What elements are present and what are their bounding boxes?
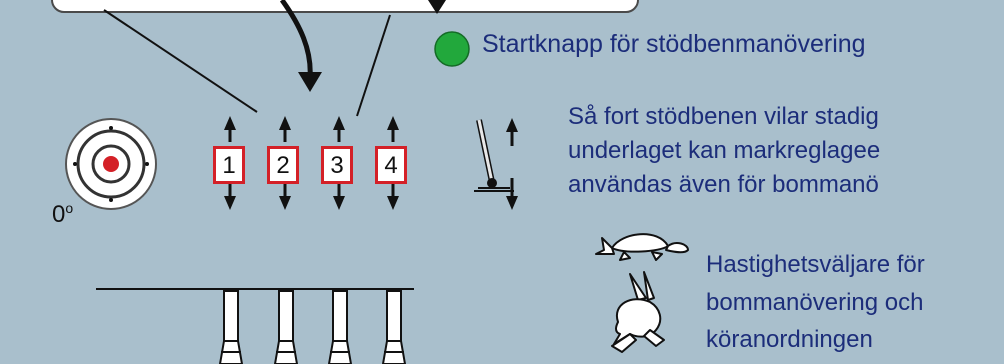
lever-number-2: 2 [267,146,299,184]
pointer-arrow-curved [279,0,313,79]
info-text-line-2: underlaget kan markreglagee [568,137,881,164]
pointer-line-1 [103,9,258,113]
top-panel [51,0,639,13]
pointer-arrow-start [428,0,446,14]
turtle-icon [595,233,689,261]
dial-angle-label: 0o [52,200,73,229]
lever-arrow-4 [387,116,399,210]
lever-handle-4 [381,290,407,364]
lever-handles [218,290,407,364]
lever-arrow-1 [224,116,236,210]
lever-number-1: 1 [213,146,245,184]
speed-selector-text-1: Hastighetsväljare för [706,251,925,278]
lever-arrows [224,116,399,210]
lever-handle-2 [273,290,299,364]
info-text-line-1: Så fort stödbenen vilar stadig [568,103,879,130]
speed-selector-text-3: köranordningen [706,326,873,353]
pointer-line-3 [356,14,391,117]
rabbit-icon [611,271,665,353]
lever-arrow-2 [279,116,291,210]
joystick-arrows [506,118,518,210]
lever-handle-1 [218,290,244,364]
lever-number-3: 3 [321,146,353,184]
dial-icon [65,118,157,210]
curved-arrow-head [298,72,322,92]
speed-selector-text-2: bommanövering och [706,289,924,316]
lever-number-4: 4 [375,146,407,184]
dial-angle-unit: o [65,200,74,216]
start-button-label: Startknapp för stödbenmanövering [482,30,866,58]
joystick-icon [474,119,514,192]
lever-arrow-3 [333,116,345,210]
start-button-indicator [434,31,470,67]
info-text-line-3: användas även för bommanö [568,171,879,198]
dial-angle-value: 0 [52,201,66,228]
lever-handle-3 [327,290,353,364]
